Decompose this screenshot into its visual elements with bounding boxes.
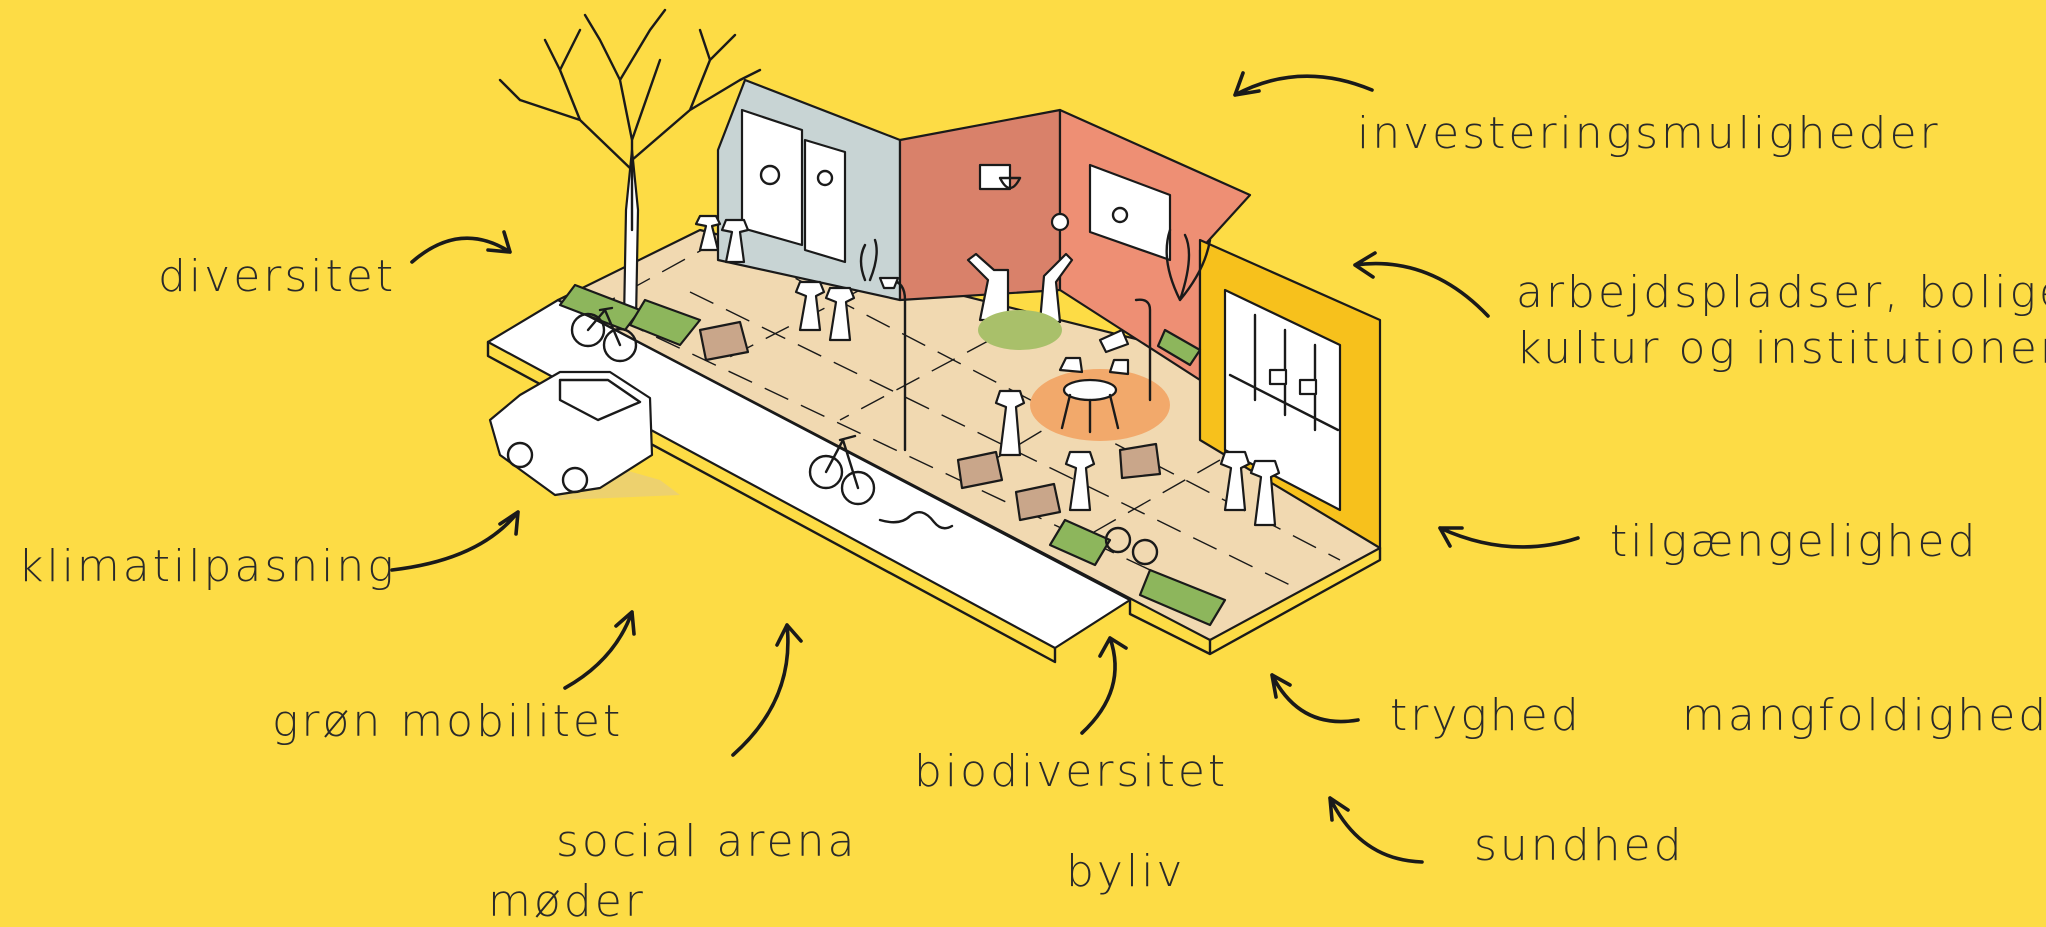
label-biodiversitet: biodiversitet [914,746,1229,797]
label-investeringsmuligheder: investeringsmuligheder [1357,108,1941,159]
person-icon [720,218,750,264]
person-icon [1249,459,1281,527]
streetlamp-icon [878,276,1152,452]
label-arbejdspladser-line2: kultur og institutioner [1516,323,2046,375]
bicycle-icon [570,306,1159,566]
person-icon [824,286,856,342]
label-tryghed: tryghed [1390,690,1582,741]
label-social-arena: social arena [556,816,858,867]
curved-arrow-icon [390,71,1580,864]
label-arbejdspladser: arbejdspladser, boliger,kultur og instit… [1516,265,2046,378]
buildings [716,78,1382,550]
person-icon [794,280,826,332]
label-mangfoldighed: mangfoldighed [1682,690,2046,741]
person-icon [1064,450,1096,512]
cafe-table-icon [978,310,1170,441]
car-icon [488,370,680,500]
label-klimatilpasning: klimatilpasning [18,541,397,592]
person-icon [694,214,722,252]
label-sundhed: sundhed [1474,820,1685,871]
person-icon [1038,252,1074,324]
label-tilgaengelighed: tilgængelighed [1610,516,1979,567]
label-byliv: byliv [1066,846,1186,897]
bollards [698,320,1162,522]
label-gron-mobilitet: grøn mobilitet [272,696,624,747]
label-moder: møder [488,876,646,927]
people [694,212,1281,527]
person-icon [994,389,1026,457]
label-arbejdspladser-line1: arbejdspladser, boliger, [1516,267,2046,318]
plant-icon [558,228,1227,627]
label-diversitet: diversitet [158,251,397,302]
person-icon [1219,450,1251,512]
